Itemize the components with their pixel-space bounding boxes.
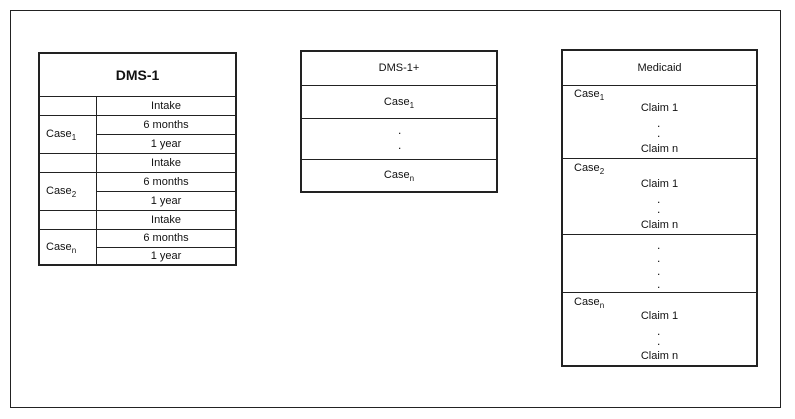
dms1plus-ellipsis-dot: . xyxy=(398,123,402,137)
dms1-row-line xyxy=(96,134,235,135)
dms1-intake-n: Intake xyxy=(151,214,181,226)
medicaid-ellipsis-dot: . xyxy=(657,238,661,252)
medicaid-row-line xyxy=(563,234,756,235)
figure-frame xyxy=(10,10,781,408)
dms1-case-1-label: Case1 xyxy=(46,128,77,142)
medicaid-claim-1-dot: . xyxy=(657,126,661,140)
medicaid-title: Medicaid xyxy=(637,62,682,74)
dms1-row-line xyxy=(40,153,235,154)
medicaid-case-1-label: Case1 xyxy=(574,88,605,102)
medicaid-claim-n-dot: . xyxy=(657,334,661,348)
medicaid-claim-n-last: Claim n xyxy=(640,350,679,362)
dms1-row-line xyxy=(40,115,235,116)
medicaid-ellipsis-dot: . xyxy=(657,251,661,265)
medicaid-claim-1-dot: . xyxy=(657,116,661,130)
medicaid-ellipsis-dot: . xyxy=(657,264,661,278)
dms1plus-case-n: Casen xyxy=(383,169,415,183)
dms1-row-line xyxy=(40,172,235,173)
dms1-6months-1: 6 months xyxy=(143,119,189,131)
medicaid-claim-2-dot: . xyxy=(657,202,661,216)
medicaid-claim-n-first: Claim 1 xyxy=(640,310,679,322)
medicaid-claim-2-dot: . xyxy=(657,192,661,206)
medicaid-case-n-label: Casen xyxy=(574,296,605,310)
dms1-table: DMS-1 Intake Case1 6 months 1 year Intak… xyxy=(38,52,237,266)
dms1-case-n-label: Casen xyxy=(46,241,77,255)
dms1plus-row-line xyxy=(302,85,496,86)
medicaid-table: Medicaid Case1 Claim 1 . . Claim n Case2… xyxy=(561,49,758,367)
dms1-1year-n: 1 year xyxy=(150,250,182,262)
dms1plus-table: DMS-1+ Case1 . . Casen xyxy=(300,50,498,193)
medicaid-claim-1-last: Claim n xyxy=(640,143,679,155)
medicaid-claim-n-dot: . xyxy=(657,324,661,338)
dms1plus-title: DMS-1+ xyxy=(378,62,420,74)
dms1-intake-2: Intake xyxy=(151,157,181,169)
medicaid-row-line xyxy=(563,158,756,159)
dms1plus-ellipsis-dot: . xyxy=(398,138,402,152)
dms1-title-divider xyxy=(40,96,235,97)
dms1plus-row-line xyxy=(302,118,496,119)
medicaid-row-line xyxy=(563,292,756,293)
medicaid-row-line xyxy=(563,85,756,86)
medicaid-claim-2-last: Claim n xyxy=(640,219,679,231)
dms1-1year-1: 1 year xyxy=(150,138,182,150)
dms1-column-divider xyxy=(96,97,97,264)
dms1-title: DMS-1 xyxy=(115,67,160,83)
dms1-6months-n: 6 months xyxy=(143,232,189,244)
dms1-row-line xyxy=(40,210,235,211)
medicaid-ellipsis-dot: . xyxy=(657,277,661,291)
medicaid-claim-2-first: Claim 1 xyxy=(640,178,679,190)
medicaid-case-2-label: Case2 xyxy=(574,162,605,176)
dms1-row-line xyxy=(96,247,235,248)
dms1-case-2-label: Case2 xyxy=(46,185,77,199)
dms1plus-row-line xyxy=(302,159,496,160)
dms1-row-line xyxy=(40,229,235,230)
dms1-intake-1: Intake xyxy=(151,100,181,112)
dms1plus-case-1: Case1 xyxy=(383,96,415,110)
dms1-1year-2: 1 year xyxy=(150,195,182,207)
dms1-6months-2: 6 months xyxy=(143,176,189,188)
medicaid-claim-1-first: Claim 1 xyxy=(640,102,679,114)
dms1-row-line xyxy=(96,191,235,192)
